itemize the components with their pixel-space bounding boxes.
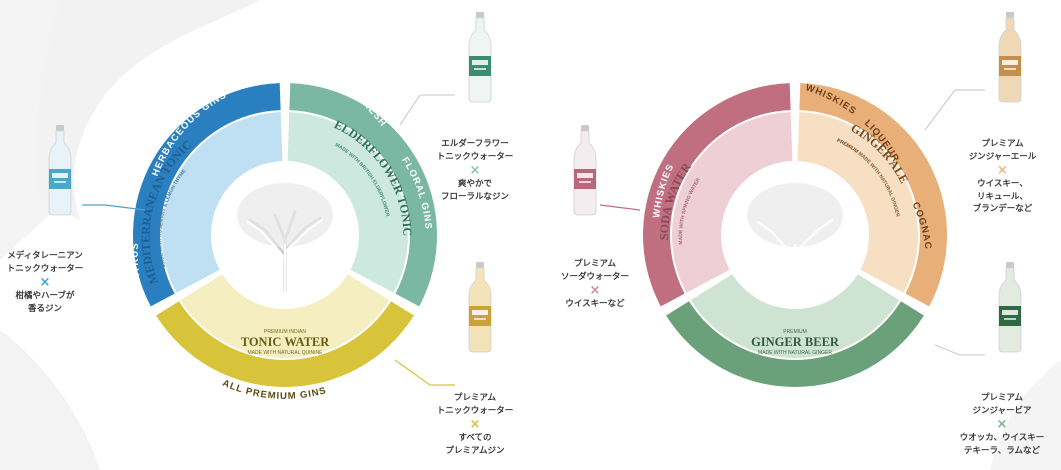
tonic-water-segment <box>180 274 390 358</box>
connector-lines <box>82 89 985 386</box>
tonic-water-title: TONIC WATER <box>241 335 331 349</box>
herbaceous-gins-ring <box>132 83 281 307</box>
ginger-ale-bottle <box>998 12 1022 103</box>
ginger-beer-bottle <box>998 262 1022 353</box>
tree-icon <box>237 183 333 292</box>
rums-label: RUMS <box>878 359 909 388</box>
ginger-ale-pairing-label: プレミアム ジンジャーエール × ウイスキー、 リキュール、 ブランデーなど <box>968 139 1037 214</box>
whiskies-liqueur-cognac-ring <box>799 83 947 307</box>
floral-gins-ring <box>289 83 437 307</box>
mediterranean-tonic-segment <box>162 112 283 293</box>
ginger-ale-segment <box>797 112 918 293</box>
premium-tonic-pairing-label: プレミアム トニックウォーター × すべての プレミアムジン <box>436 393 514 456</box>
bottle-layer <box>48 12 1022 353</box>
premium-tonic-bottle <box>468 262 492 353</box>
tonic-water-subtitle: MADE WITH NATURAL QUININE <box>247 350 323 356</box>
whiskies-soda-ring <box>643 83 791 307</box>
ginger-beer-subtitle: MADE WITH NATURAL GINGER <box>758 350 832 356</box>
mediterranean-pairing-label: メディタレーニアン トニックウォーター × 柑橘やハーブが 香るジン <box>6 251 84 314</box>
vodkas-rums-ring <box>666 301 924 388</box>
premium-gins-ring <box>156 301 414 388</box>
ginger-beer-pairing-label: プレミアム ジンジャービア × ウオッカ、ウイスキー テキーラ、ラムなど <box>959 393 1045 456</box>
right-pairing-wheel: WHISKIES WHISKIES LIQUEUR COGNAC VODKAS … <box>643 82 947 417</box>
tonic-water-kicker: PREMIUM INDIAN <box>264 329 306 335</box>
left-pairing-wheel: CITRUS HERBACEOUS GINS FRESH FLORAL GINS… <box>130 83 437 402</box>
soda-water-pairing-label: プレミアム ソーダウォーター × ウイスキーなど <box>560 259 629 309</box>
agaves-label: AGAVES <box>811 395 857 417</box>
ginger-beer-title: GINGER BEER <box>751 335 840 349</box>
citrus-label: CITRUS <box>130 242 144 285</box>
elderflower-tonic-bottle <box>468 12 492 103</box>
ginger-beer-segment <box>690 274 900 358</box>
soda-water-bottle <box>573 125 597 216</box>
mediterranean-tonic-bottle <box>48 125 72 216</box>
tree-icon <box>747 183 843 291</box>
elderflower-tonic-segment <box>287 112 408 293</box>
elderflower-pairing-label: エルダーフラワー トニックウォーター × 爽やかで フローラルなジン <box>436 139 514 202</box>
whiskies-label: WHISKIES <box>723 390 778 417</box>
ginger-beer-kicker: PREMIUM <box>783 329 807 335</box>
soda-water-segment <box>672 112 793 293</box>
